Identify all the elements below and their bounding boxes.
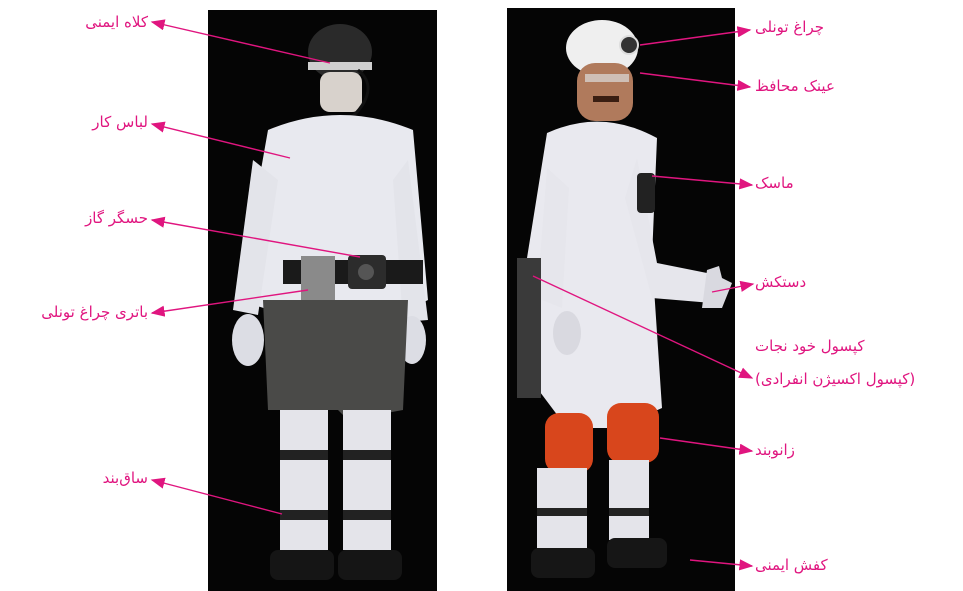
arrow-safety-shoes <box>690 560 752 566</box>
label-self-rescuer: کپسول خود نجات <box>755 336 864 356</box>
label-work-clothes: لباس کار <box>92 112 148 132</box>
arrow-knee-pad <box>660 438 752 451</box>
arrow-work-clothes <box>152 124 290 158</box>
label-shin-guard: ساق‌بند <box>103 468 148 488</box>
label-cap-lamp: چراغ تونلی <box>755 17 824 37</box>
arrow-lamp-battery <box>152 290 308 313</box>
arrow-gas-detector <box>152 220 360 257</box>
label-safety-glasses: عینک محافظ <box>755 76 835 96</box>
label-helmet: کلاه ایمنی <box>85 12 148 32</box>
label-mask: ماسک <box>755 173 794 193</box>
label-safety-shoes: کفش ایمنی <box>755 555 828 575</box>
label-knee-pad: زانوبند <box>755 440 795 460</box>
arrow-helmet <box>152 22 330 63</box>
label-gas-detector: حسگر گاز <box>85 208 148 228</box>
arrow-shin-guard <box>152 480 282 514</box>
label-lamp-battery: باتری چراغ تونلی <box>41 302 148 322</box>
label-gloves: دستکش <box>755 272 806 292</box>
arrow-safety-glasses <box>640 73 750 87</box>
arrow-mask <box>652 176 752 185</box>
arrow-cap-lamp <box>640 30 750 45</box>
arrow-gloves <box>712 284 753 292</box>
label-self-rescuer-note: (کپسول اکسیژن انفرادی) <box>755 369 915 389</box>
